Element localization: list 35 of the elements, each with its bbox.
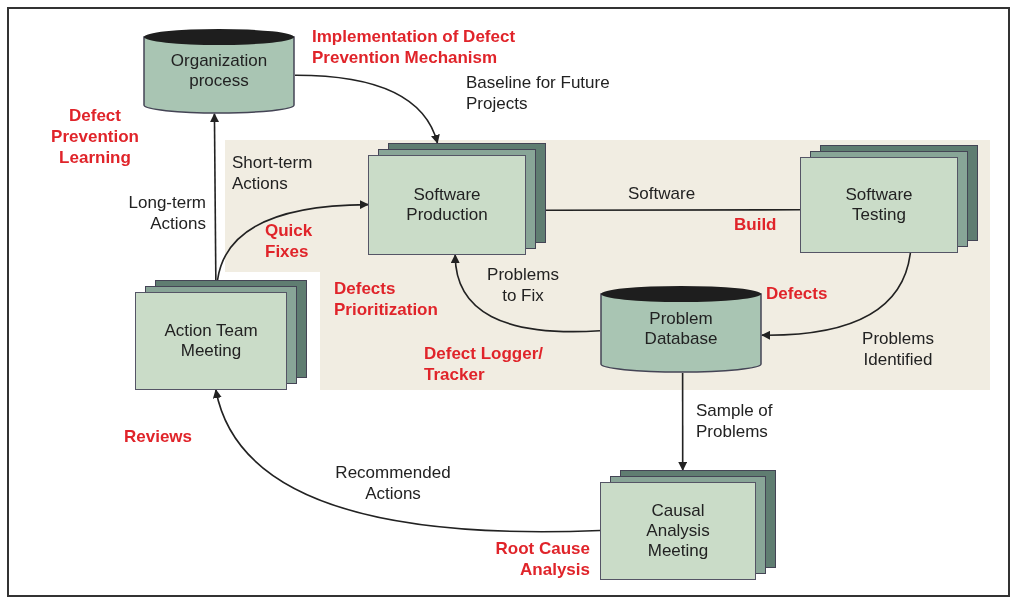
connector-line	[545, 209, 801, 211]
stacked-process-box	[368, 143, 546, 255]
node-label: Software Production	[405, 185, 489, 225]
annotation-text: Quick Fixes	[265, 220, 314, 262]
arrow	[294, 74, 440, 144]
arrow	[213, 389, 601, 533]
edge-label: Baseline for Future Projects	[466, 72, 611, 114]
annotation-text: Defects Prioritization	[334, 278, 439, 320]
stacked-process-box	[600, 470, 776, 580]
arrow	[761, 252, 912, 340]
stacked-process-box	[135, 280, 307, 390]
annotation-text: Defect Prevention Learning	[50, 105, 140, 168]
node-label: Problem Database	[643, 309, 719, 349]
node-label: Software Testing	[844, 185, 914, 225]
arrow	[451, 254, 601, 333]
node-label: Action Team Meeting	[163, 321, 259, 361]
edge-label: Software	[628, 183, 697, 204]
arrow	[210, 113, 219, 281]
annotation-text: Defects	[766, 283, 829, 304]
stacked-process-box	[800, 145, 978, 253]
edge-label: Long-term Actions	[127, 192, 206, 234]
annotation-text: Implementation of Defect Prevention Mechanism	[312, 26, 517, 68]
edge-label: Short-term Actions	[232, 152, 314, 194]
edge-label: Recommended Actions	[334, 462, 452, 504]
node-label: Causal Analysis Meeting	[645, 501, 711, 561]
edge-label: Sample of Problems	[696, 400, 774, 442]
annotation-text: Root Cause Analysis	[494, 538, 590, 580]
node-label: Organization process	[169, 51, 269, 91]
annotation-text: Reviews	[124, 426, 194, 447]
arrow	[678, 372, 688, 471]
edge-label: Problems to Fix	[486, 264, 560, 306]
annotation-text: Build	[734, 214, 778, 235]
annotation-text: Defect Logger/ Tracker	[424, 343, 545, 385]
arrow	[216, 200, 369, 281]
edge-label: Problems Identified	[861, 328, 935, 370]
